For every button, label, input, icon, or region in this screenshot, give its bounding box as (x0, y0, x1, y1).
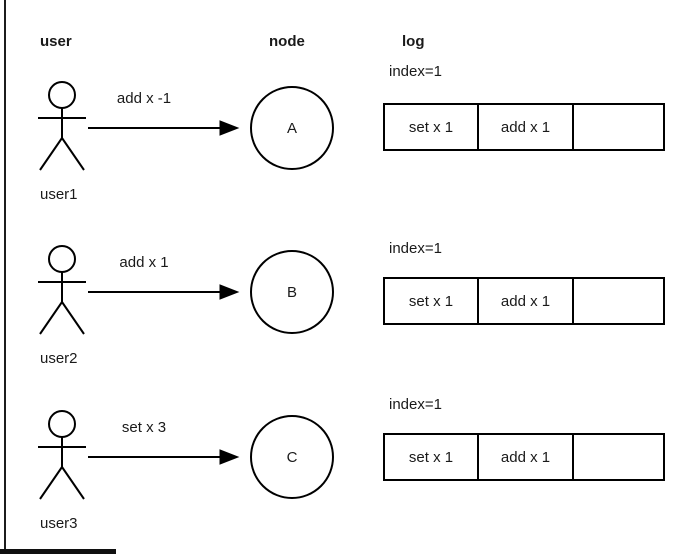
column-header-node: node (269, 33, 305, 50)
log-cell: set x 1 (385, 279, 479, 323)
canvas-bottom-edge (0, 549, 116, 554)
log-cell-empty (574, 105, 663, 149)
log-cell-empty (574, 435, 663, 479)
diagram-row-2: user2 add x 1 B index=1 set x 1 add x 1 (0, 209, 691, 374)
log-index-label: index=1 (389, 63, 442, 80)
node-circle: A (250, 86, 334, 170)
arrow-icon (88, 449, 240, 465)
log-index-label: index=1 (389, 396, 442, 413)
message-label: add x -1 (116, 90, 172, 107)
log-cell: add x 1 (479, 279, 574, 323)
diagram-row-3: user3 set x 3 C index=1 set x 1 add x 1 (0, 374, 691, 539)
diagram-row-1: user1 add x -1 A index=1 set x 1 add x 1 (0, 45, 691, 210)
log-index-label: index=1 (389, 240, 442, 257)
log-cell: add x 1 (479, 435, 574, 479)
log-table: set x 1 add x 1 (383, 103, 665, 151)
log-table: set x 1 add x 1 (383, 277, 665, 325)
message-label: set x 3 (121, 419, 167, 436)
user-actor-icon (38, 245, 86, 335)
log-table: set x 1 add x 1 (383, 433, 665, 481)
user-label: user1 (40, 186, 78, 203)
log-cell: set x 1 (385, 105, 479, 149)
node-circle: C (250, 415, 334, 499)
log-cell-empty (574, 279, 663, 323)
log-cell: add x 1 (479, 105, 574, 149)
node-circle: B (250, 250, 334, 334)
user-actor-icon (38, 81, 86, 171)
arrow-icon (88, 120, 240, 136)
column-header-user: user (40, 33, 72, 50)
canvas-left-edge (4, 0, 6, 554)
arrow-icon (88, 284, 240, 300)
column-header-log: log (402, 33, 425, 50)
message-label: add x 1 (119, 254, 169, 271)
user-label: user3 (40, 515, 78, 532)
log-cell: set x 1 (385, 435, 479, 479)
user-actor-icon (38, 410, 86, 500)
user-label: user2 (40, 350, 78, 367)
